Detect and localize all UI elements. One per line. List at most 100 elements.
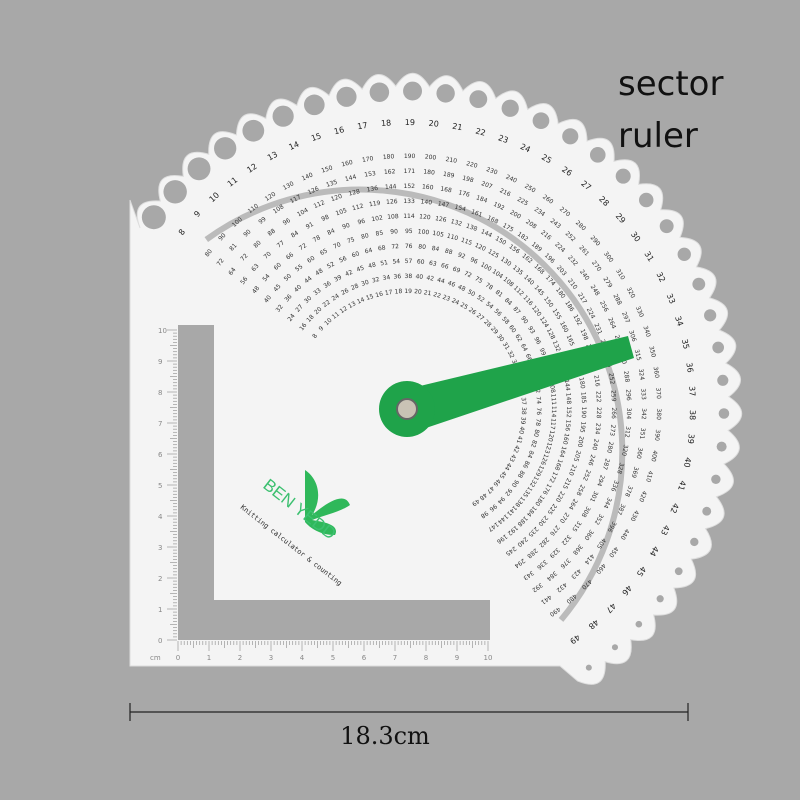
scale-value: 168 xyxy=(486,215,499,226)
scale-value: 40 xyxy=(263,294,273,304)
scale-number: 18 xyxy=(381,118,392,128)
scale-value: 198 xyxy=(461,175,474,185)
needle-gauge-hole xyxy=(303,94,325,116)
scale-value: 138 xyxy=(465,222,478,233)
scale-value: 29 xyxy=(489,325,499,335)
scale-value: 210 xyxy=(567,463,578,476)
scale-value: 192 xyxy=(571,314,583,328)
scale-number: 38 xyxy=(688,410,697,420)
scale-value: 96 xyxy=(469,256,479,266)
scale-value: 102 xyxy=(371,214,384,223)
tick-label: 2 xyxy=(158,575,162,583)
scale-value: 80 xyxy=(532,429,540,438)
tick-label: 1 xyxy=(158,606,162,614)
scale-number: 39 xyxy=(686,433,696,444)
scale-value: 38 xyxy=(520,407,527,415)
scale-value: 378 xyxy=(623,484,634,497)
scale-value: 45 xyxy=(356,265,366,274)
scale-value: 26 xyxy=(340,287,350,297)
scale-value: 198 xyxy=(579,328,590,341)
scale-value: 63 xyxy=(428,260,437,268)
scale-value: 192 xyxy=(492,201,505,212)
scale-value: 32 xyxy=(506,350,516,360)
scale-value: 90 xyxy=(390,228,398,236)
scale-value: 18 xyxy=(305,313,315,323)
caption-line1: sector xyxy=(618,64,724,104)
scale-value: 16 xyxy=(375,290,384,299)
scale-value: 200 xyxy=(576,435,585,448)
scale-value: 228 xyxy=(595,407,602,419)
scale-value: 80 xyxy=(204,248,214,258)
scale-value: 17 xyxy=(385,289,394,297)
scale-value: 96 xyxy=(532,336,542,346)
scale-value: 80 xyxy=(252,239,262,249)
scale-value: 240 xyxy=(590,438,599,451)
scale-value: 33 xyxy=(312,287,322,297)
scale-value: 380 xyxy=(655,408,662,420)
scale-value: 231 xyxy=(592,322,603,335)
scale-value: 105 xyxy=(335,207,348,217)
scale-value: 8 xyxy=(311,332,319,339)
needle-gauge-hole xyxy=(712,341,725,354)
scale-value: 252 xyxy=(607,373,616,386)
scale-value: 60 xyxy=(273,261,283,271)
scale-value: 36 xyxy=(322,280,332,290)
scale-value: 168 xyxy=(553,458,564,471)
scale-value: 264 xyxy=(606,317,617,330)
scale-value: 420 xyxy=(637,490,648,503)
scale-value: 180 xyxy=(383,153,395,161)
needle-gauge-hole xyxy=(611,644,619,651)
scale-value: 123 xyxy=(543,441,553,454)
scale-value: 36 xyxy=(393,273,401,281)
caption-line2: ruler xyxy=(618,116,698,156)
scale-value: 96 xyxy=(357,218,366,227)
arc-groove xyxy=(204,186,626,622)
needle-gauge-hole xyxy=(501,99,519,117)
scale-value: 43 xyxy=(507,453,517,463)
scale-value: 40 xyxy=(293,284,303,294)
scale-value: 112 xyxy=(352,203,365,213)
scale-value: 110 xyxy=(446,233,459,243)
scale-value: 340 xyxy=(642,325,652,338)
scale-value: 153 xyxy=(364,170,377,179)
needle-gauge-hole xyxy=(436,84,455,103)
scale-value: 324 xyxy=(637,368,646,381)
needle-gauge-hole xyxy=(187,157,211,181)
scale-value: 246 xyxy=(586,454,596,467)
tick-label: 5 xyxy=(158,482,162,490)
scale-value: 224 xyxy=(585,307,597,321)
scale-value: 31 xyxy=(501,341,511,351)
scale-value: 81 xyxy=(494,289,504,299)
scale-value: 14 xyxy=(356,296,366,306)
scale-value: 48 xyxy=(478,491,488,501)
scale-number: 25 xyxy=(540,153,553,166)
scale-value: 54 xyxy=(484,300,494,310)
scale-value: 20 xyxy=(414,288,422,296)
scale-value: 34 xyxy=(382,274,391,282)
scale-value: 36 xyxy=(283,293,293,303)
rotating-arm[interactable] xyxy=(379,336,634,437)
scale-value: 304 xyxy=(625,408,632,420)
arm-bar[interactable] xyxy=(395,336,634,430)
needle-gauge-hole xyxy=(141,205,166,230)
scale-number: 36 xyxy=(684,362,694,373)
scale-value: 55 xyxy=(294,263,304,273)
scale-value: 115 xyxy=(460,237,473,248)
scale-value: 12 xyxy=(339,305,349,315)
scale-value: 225 xyxy=(516,196,530,208)
scale-value: 230 xyxy=(485,166,498,177)
scale-value: 104 xyxy=(296,207,310,219)
tick-label: 6 xyxy=(362,654,367,662)
needle-gauge-hole xyxy=(469,90,488,109)
scale-value: 140 xyxy=(301,171,314,182)
scale-value: 60 xyxy=(351,250,361,259)
scale-value: 129 xyxy=(534,464,545,478)
scale-value: 162 xyxy=(384,168,396,176)
scale-value: 40 xyxy=(517,426,525,435)
scale-value: 56 xyxy=(239,276,249,286)
scale-value: 189 xyxy=(442,171,455,180)
scale-value: 390 xyxy=(653,429,661,441)
scale-value: 95 xyxy=(405,228,413,235)
scale-value: 39 xyxy=(519,416,527,425)
